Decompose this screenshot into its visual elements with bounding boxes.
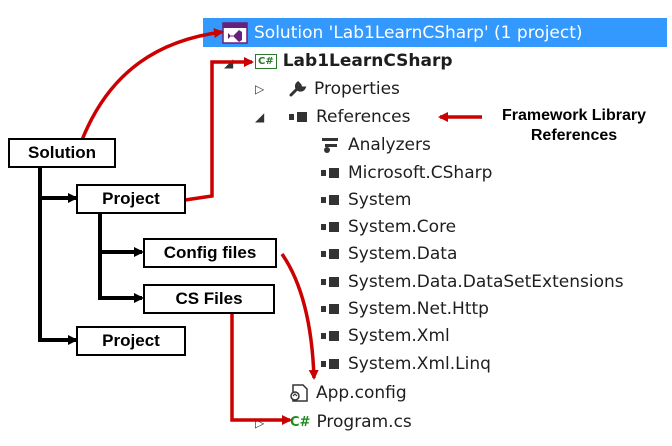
solution-selection-highlight bbox=[203, 18, 667, 47]
reference-label: System.Core bbox=[348, 217, 457, 237]
solution-label: Solution 'Lab1LearnCSharp' (1 project) bbox=[254, 23, 583, 43]
tree-app-config-row[interactable]: App.config bbox=[288, 380, 407, 406]
reference-assembly-icon bbox=[320, 277, 342, 287]
reference-label: System.Xml.Linq bbox=[348, 354, 491, 374]
analyzers-icon bbox=[320, 136, 342, 154]
arrow-project bbox=[184, 57, 254, 202]
app-config-label: App.config bbox=[316, 383, 407, 403]
csharp-file-icon: C# bbox=[290, 415, 310, 430]
tree-analyzers-row[interactable]: Analyzers bbox=[320, 132, 431, 158]
tree-program-row[interactable]: C# Program.cs bbox=[290, 409, 412, 435]
config-file-icon bbox=[288, 383, 310, 403]
framework-references-callout: Framework Library References bbox=[484, 106, 664, 146]
reference-label: System.Data bbox=[348, 244, 458, 264]
reference-assembly-icon bbox=[320, 331, 342, 341]
project-box-2-label: Project bbox=[102, 331, 160, 350]
reference-assembly-icon bbox=[320, 222, 342, 232]
arrow-cs-files bbox=[230, 312, 292, 425]
visual-studio-solution-icon bbox=[222, 22, 248, 44]
reference-assembly-icon bbox=[320, 249, 342, 259]
red-arrows bbox=[80, 28, 482, 425]
tree-reference-item[interactable]: System.Xml bbox=[320, 323, 450, 349]
reference-label: Microsoft.CSharp bbox=[348, 163, 493, 183]
reference-label: System.Data.DataSetExtensions bbox=[348, 272, 624, 292]
callout-line-1: Framework Library bbox=[501, 107, 647, 124]
arrow-config bbox=[280, 253, 319, 380]
csharp-file-badge: C# bbox=[290, 414, 311, 430]
hierarchy-connectors bbox=[38, 168, 144, 345]
expand-arrow-icon[interactable]: ▷ bbox=[255, 82, 265, 96]
properties-label: Properties bbox=[314, 79, 400, 99]
tree-properties-row[interactable]: Properties bbox=[288, 76, 400, 102]
tree-references-row[interactable]: References bbox=[288, 104, 410, 130]
tree-reference-item[interactable]: System.Data bbox=[320, 241, 457, 267]
reference-label: System.Net.Http bbox=[348, 299, 489, 319]
tree-reference-item[interactable]: Microsoft.CSharp bbox=[320, 160, 492, 186]
reference-label: System bbox=[348, 190, 412, 210]
analyzers-label: Analyzers bbox=[348, 135, 431, 155]
config-files-box: Config files bbox=[143, 238, 277, 268]
arrow-solution bbox=[80, 28, 224, 141]
tree-reference-item[interactable]: System.Xml.Linq bbox=[320, 351, 491, 377]
tree-solution-row[interactable]: Solution 'Lab1LearnCSharp' (1 project) bbox=[222, 20, 583, 46]
project-label: Lab1LearnCSharp bbox=[282, 51, 453, 71]
references-label: References bbox=[316, 107, 411, 127]
wrench-icon bbox=[288, 80, 308, 98]
solution-box-label: Solution bbox=[28, 143, 96, 162]
references-icon bbox=[288, 112, 310, 122]
reference-assembly-icon bbox=[320, 359, 342, 369]
expand-arrow-icon[interactable]: ▷ bbox=[255, 416, 265, 430]
reference-label: System.Xml bbox=[348, 326, 450, 346]
csharp-project-icon: C# bbox=[255, 53, 277, 69]
project-box-2: Project bbox=[76, 326, 186, 356]
csharp-project-badge: C# bbox=[255, 53, 277, 69]
tree-reference-item[interactable]: System bbox=[320, 187, 411, 213]
collapse-arrow-icon[interactable]: ◢ bbox=[255, 110, 265, 124]
solution-box: Solution bbox=[8, 138, 116, 168]
tree-reference-item[interactable]: System.Net.Http bbox=[320, 296, 489, 322]
tree-reference-item[interactable]: System.Core bbox=[320, 214, 456, 240]
tree-reference-item[interactable]: System.Data.DataSetExtensions bbox=[320, 269, 624, 295]
config-files-box-label: Config files bbox=[163, 243, 257, 262]
project-box-label: Project bbox=[102, 189, 160, 208]
reference-assembly-icon bbox=[320, 195, 342, 205]
project-box: Project bbox=[76, 184, 186, 214]
cs-files-box: CS Files bbox=[143, 284, 275, 314]
reference-assembly-icon bbox=[320, 168, 342, 178]
callout-line-2: References bbox=[530, 127, 618, 144]
program-label: Program.cs bbox=[316, 412, 412, 432]
reference-assembly-icon bbox=[320, 304, 342, 314]
tree-project-row[interactable]: C# Lab1LearnCSharp bbox=[255, 48, 453, 74]
cs-files-box-label: CS Files bbox=[175, 289, 243, 308]
